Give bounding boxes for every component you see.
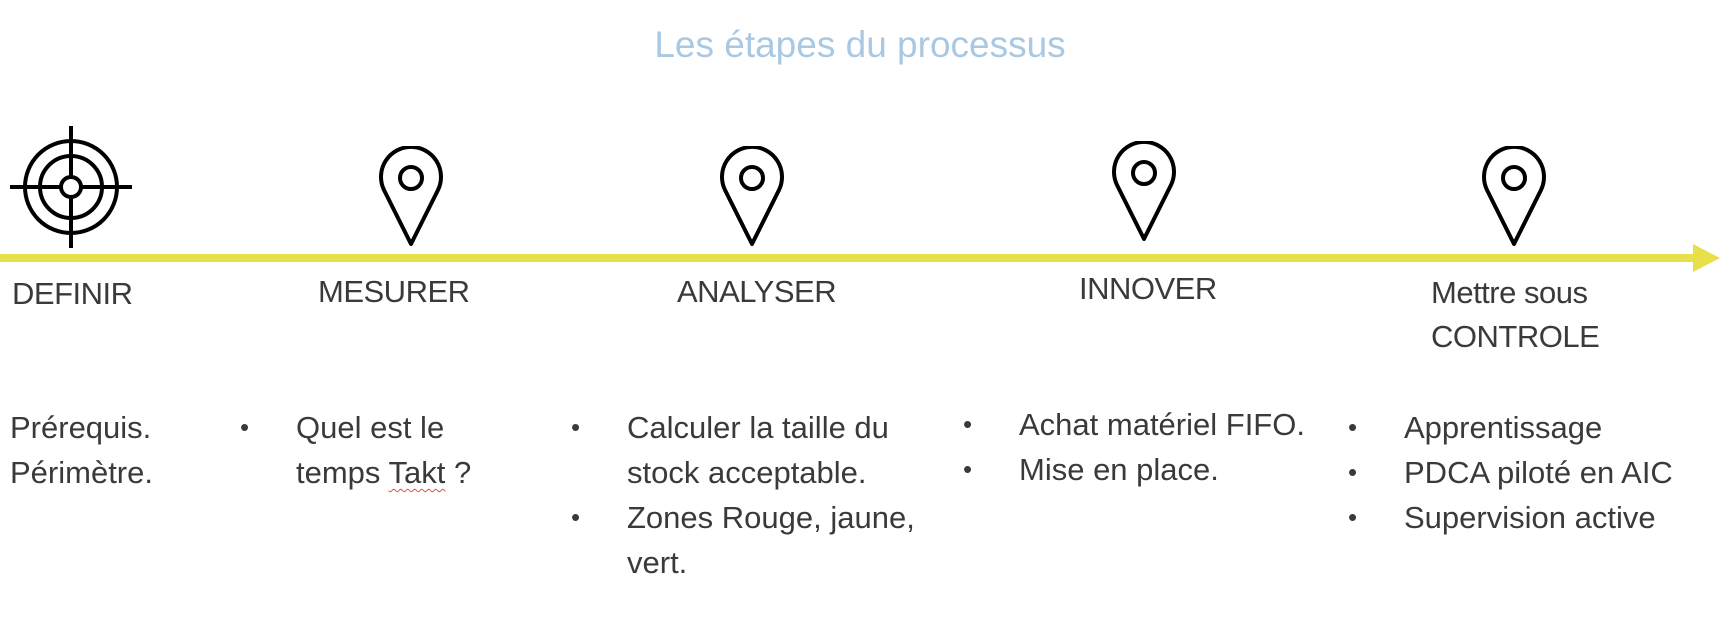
list-item: Achat matériel FIFO. — [963, 402, 1333, 447]
page-title: Les étapes du processus — [654, 24, 1066, 65]
map-pin-icon — [378, 146, 444, 248]
step-label-controle: Mettre sous CONTROLE — [1431, 275, 1600, 354]
step-label-mesurer: MESURER — [318, 274, 470, 309]
step-items-innover: Achat matériel FIFO. Mise en place. — [963, 402, 1333, 492]
timeline-arrow — [0, 244, 1720, 272]
step-label-analyser: ANALYSER — [677, 274, 837, 309]
target-icon — [8, 124, 134, 250]
step-label-definir: DEFINIR — [12, 276, 133, 311]
step-items-analyser: Calculer la taille du stock acceptable. … — [571, 405, 931, 585]
timeline-arrowhead — [1693, 244, 1720, 272]
step-items-controle: Apprentissage PDCA piloté en AIC Supervi… — [1348, 405, 1720, 540]
list-item: Apprentissage — [1348, 405, 1720, 450]
list-item: PDCA piloté en AIC — [1348, 450, 1720, 495]
list-item: Périmètre. — [10, 455, 153, 490]
map-pin-icon — [719, 146, 785, 248]
step-items-mesurer: Quel est le temps Takt ? — [240, 405, 490, 495]
list-item: Calculer la taille du stock acceptable. — [571, 405, 931, 495]
timeline-bar — [0, 254, 1695, 262]
list-item: Mise en place. — [963, 447, 1333, 492]
list-item: Supervision active — [1348, 495, 1720, 540]
map-pin-icon — [1481, 146, 1547, 248]
list-item: Zones Rouge, jaune, vert. — [571, 495, 931, 585]
list-item: Quel est le temps Takt ? — [240, 405, 490, 495]
spellcheck-flagged-word: Takt — [388, 455, 446, 490]
step-label-innover: INNOVER — [1079, 271, 1217, 306]
map-pin-icon — [1111, 141, 1177, 243]
step-items-definir: Prérequis. Périmètre. — [10, 405, 153, 495]
list-item: Prérequis. — [10, 410, 152, 445]
